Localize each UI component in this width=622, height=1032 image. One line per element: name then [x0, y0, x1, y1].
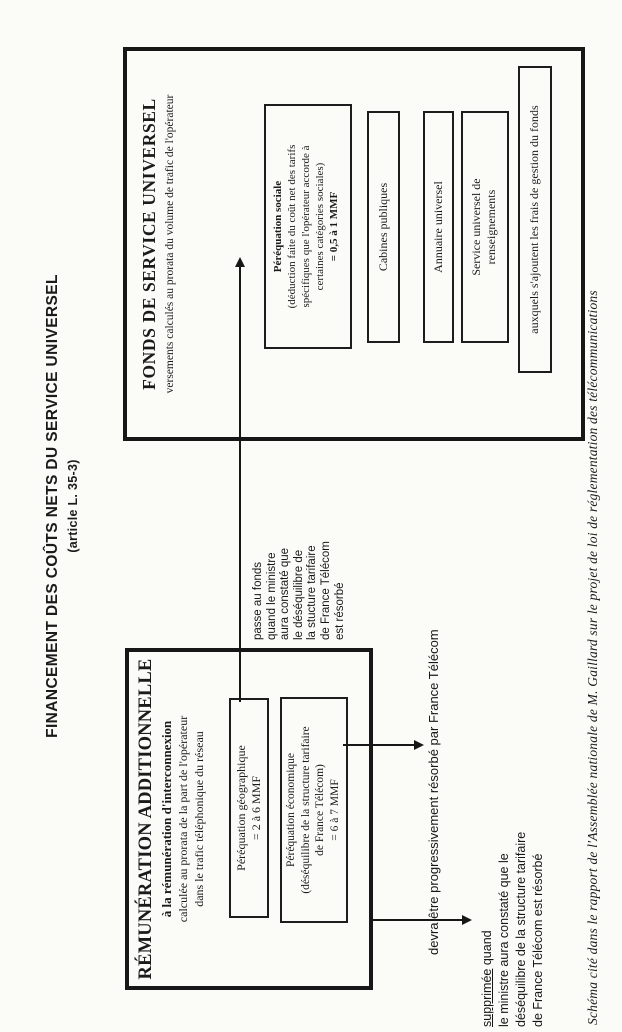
arrow-to-fonds-head-icon: [235, 257, 245, 267]
perequation-economique-amount: = 6 à 7 MMF: [328, 779, 341, 841]
service-universel-renseignements-box: Service universel de renseignements: [461, 111, 509, 343]
fonds-service-universel-box: FONDS DE SERVICE UNIVERSEL versements ca…: [123, 47, 585, 441]
perequation-economique-label: Péréquation économique: [285, 753, 297, 868]
perequation-sociale-box: Péréquation sociale (déduction faite du …: [264, 104, 352, 349]
supprimee-note: supprimée quand le ministre aura constat…: [479, 832, 547, 1027]
annuaire-universel-label: Annuaire universel: [431, 181, 445, 273]
perequation-geographique-box: Péréquation géographique = 2 à 6 MMF: [229, 698, 269, 918]
supprimee-underlined-word: supprimée: [480, 968, 494, 1027]
perequation-geographique-amount: = 2 à 6 MMF: [249, 775, 263, 841]
supprimee-note-line3: déséquilibre de la structure tarifaire: [514, 831, 528, 1027]
arrow-devra-line: [343, 744, 417, 746]
remuneration-subtitle-bold: à la rémunération d'interconnexion: [159, 720, 174, 918]
perequation-sociale-detail1: (déduction faite du coût net des tarifs: [286, 144, 298, 309]
remuneration-title: RÉMUNÉRATION ADDITIONNELLE: [136, 658, 156, 980]
supprimee-note-line2: le ministre aura constaté que le: [497, 853, 511, 1027]
passe-note-line: aura constaté que: [279, 547, 292, 640]
passe-note-line: de France Télécom: [319, 541, 332, 640]
perequation-economique-box: Péréquation économique (déséquilibre de …: [280, 697, 348, 923]
perequation-geographique-label: Péréquation géographique: [234, 745, 248, 871]
passe-note-line: est résorbé: [333, 582, 346, 640]
supprimee-note-line4: de France Télécom est résorbé: [531, 853, 545, 1027]
perequation-economique-detail1: (déséquilibre de la structure tarifaire: [299, 726, 312, 894]
arrow-devra-head-icon: [414, 740, 424, 750]
service-universel-label-line2: renseignements: [484, 189, 498, 265]
perequation-sociale-label: Péréquation sociale: [272, 180, 284, 273]
arrow-supprimee-line: [373, 919, 465, 921]
arrow-supprimee-head-icon: [462, 915, 472, 925]
remuneration-additionnelle-box: RÉMUNÉRATION ADDITIONNELLE à la rémunéra…: [125, 648, 373, 990]
fonds-subtitle: versements calculés au prorata du volume…: [164, 94, 176, 394]
perequation-sociale-detail2: spécifiques que l'opérateur accorde à: [300, 145, 312, 308]
service-universel-label-line1: Service universel de: [469, 178, 483, 276]
perequation-sociale-detail3: certaines catégories sociales): [314, 162, 326, 291]
passe-note-line: quand le ministre: [265, 552, 278, 640]
supprimee-suffix: quand: [480, 930, 494, 969]
passe-note-line: la stucture tarifaire: [306, 545, 319, 640]
page-title-line1: FINANCEMENT DES COÛTS NETS DU SERVICE UN…: [44, 274, 61, 738]
devra-resorbe-note: devra être progressivement résorbé par F…: [426, 629, 441, 955]
annuaire-universel-box: Annuaire universel: [423, 111, 454, 343]
arrow-to-fonds-line: [239, 265, 241, 702]
remuneration-subtitle-line2: calculée au prorata de la part de l'opér…: [176, 715, 190, 923]
frais-gestion-fonds-label: auxquels s'ajoutent les frais de gestion…: [527, 105, 541, 334]
passe-note-line: passe au fonds: [252, 561, 264, 640]
page-title-article: (article L. 35-3): [66, 459, 80, 553]
frais-gestion-fonds-box: auxquels s'ajoutent les frais de gestion…: [518, 66, 552, 373]
remuneration-subtitle-line3: dans le trafic téléphonique du réseau: [192, 731, 206, 907]
cabines-publiques-box: Cabines publiques: [367, 111, 400, 343]
cabines-publiques-label: Cabines publiques: [376, 182, 390, 272]
passe-au-fonds-note: passe au fonds quand le ministre aura co…: [252, 541, 347, 640]
passe-note-line: le déséquilibre de: [292, 549, 305, 640]
source-caption: Schéma cité dans le rapport de l'Assembl…: [585, 290, 600, 1025]
fonds-title: FONDS DE SERVICE UNIVERSEL: [139, 98, 159, 390]
perequation-sociale-amount: = 0,5 à 1 MMF: [328, 191, 340, 262]
page-title: FINANCEMENT DES COÛTS NETS DU SERVICE UN…: [44, 0, 80, 1012]
perequation-economique-detail2: de France Télécom): [314, 764, 326, 856]
supprimee-note-line1: supprimée quand: [479, 832, 496, 1027]
